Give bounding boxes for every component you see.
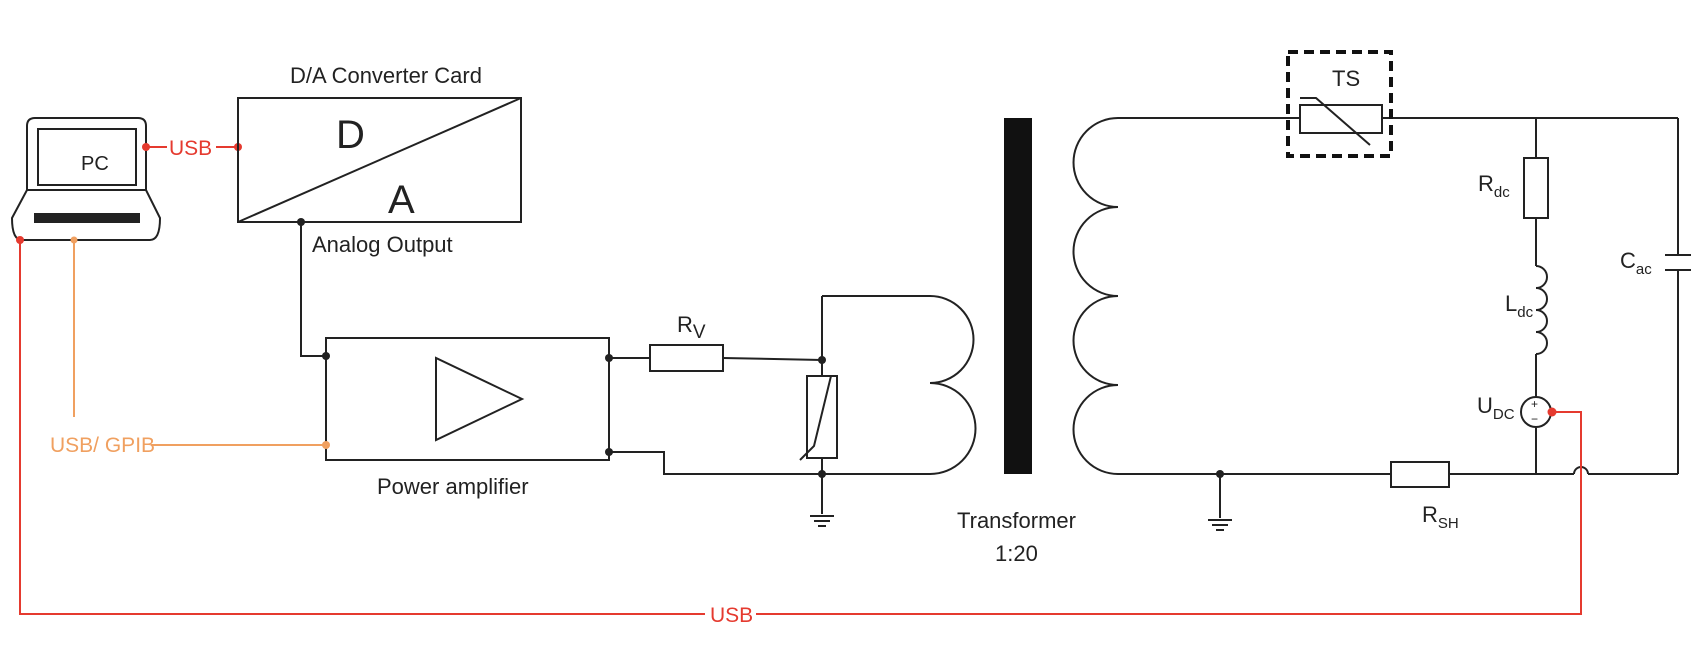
secondary-winding — [1072, 117, 1119, 475]
analog-output-wire — [300, 222, 326, 357]
varistor-symbol — [799, 375, 838, 461]
power-amplifier-label: Power amplifier — [377, 474, 529, 499]
da-analog-letter: A — [388, 178, 415, 222]
analog-output-label: Analog Output — [312, 232, 453, 257]
cac-capacitor — [1665, 254, 1691, 271]
usb-cable-pc-to-udc — [19, 240, 1582, 615]
ts-dashed-box — [1286, 50, 1393, 158]
secondary-circuit-wires — [1118, 117, 1679, 518]
power-amplifier-block — [325, 337, 610, 461]
da-card-title: D/A Converter Card — [290, 63, 482, 88]
rsh-label: RSH — [1422, 502, 1459, 532]
da-digital-letter: D — [336, 113, 365, 157]
rsh-resistor — [1390, 461, 1450, 488]
analog-output-node — [297, 218, 305, 226]
ts-varistor-symbol — [1299, 97, 1383, 146]
udc-minus-sign: − — [1531, 412, 1538, 426]
ts-label: TS — [1332, 66, 1360, 91]
pc-label: PC — [81, 153, 109, 175]
rv-resistor — [649, 344, 724, 372]
cac-label: Cac — [1620, 248, 1652, 278]
transformer-ratio-label: 1:20 — [995, 541, 1038, 566]
rdc-resistor — [1523, 157, 1549, 219]
rdc-label: Rdc — [1478, 171, 1510, 201]
transformer-label: Transformer — [957, 508, 1076, 533]
primary-winding — [929, 295, 977, 475]
usb-label-pc-da: USB — [169, 137, 212, 160]
ground-primary-icon — [810, 515, 834, 527]
primary-circuit-wires — [609, 295, 930, 514]
usb-label-bottom: USB — [710, 604, 753, 627]
usb-gpib-cable — [70, 236, 330, 449]
ldc-inductor — [1535, 265, 1548, 355]
pc-laptop-icon — [10, 117, 162, 241]
rv-label: RV — [677, 312, 706, 343]
da-converter-block — [237, 97, 522, 223]
transformer-core — [1004, 118, 1032, 474]
usb-gpib-label: USB/ GPIB — [50, 434, 155, 457]
ldc-label: Ldc — [1505, 291, 1534, 321]
ground-secondary-icon — [1208, 519, 1232, 531]
udc-plus-sign: + — [1531, 397, 1538, 411]
udc-label: UDC — [1477, 393, 1515, 423]
